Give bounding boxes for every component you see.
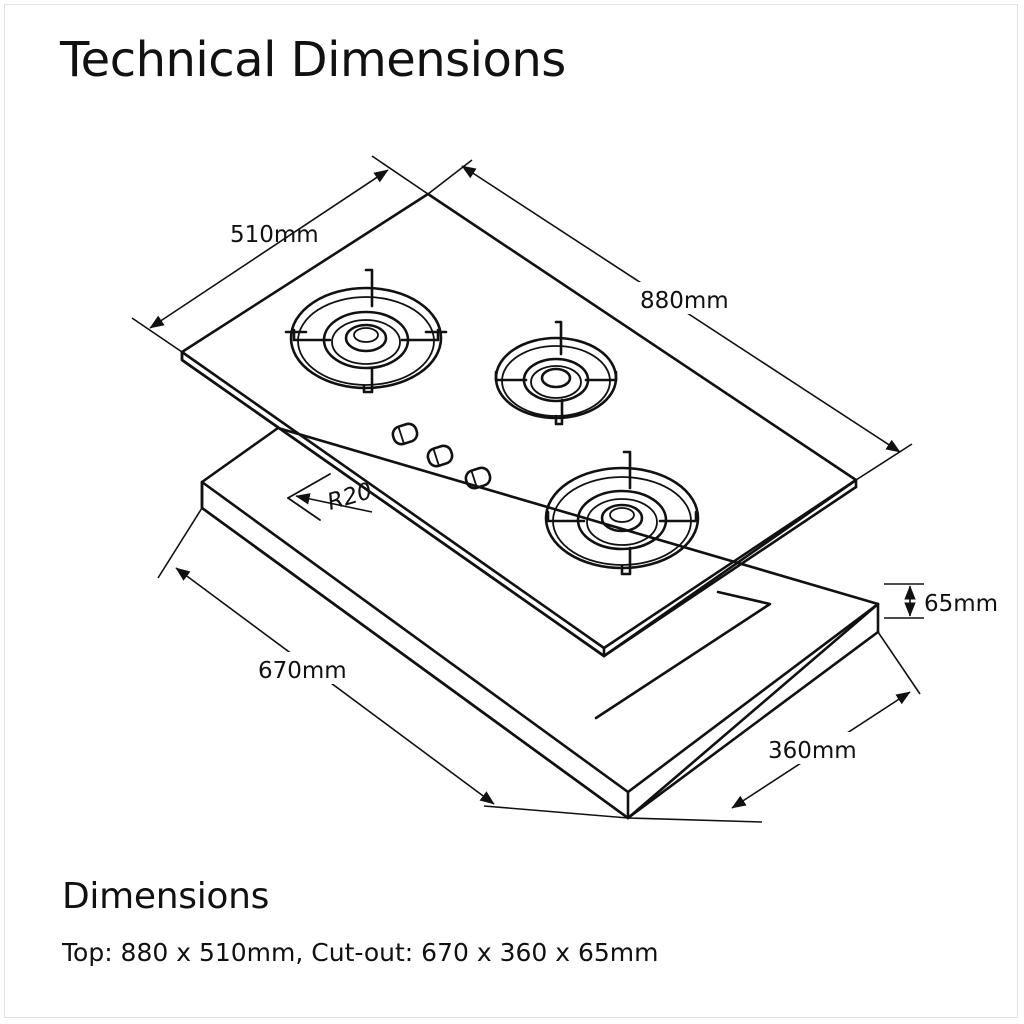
dim-line-360 <box>627 631 921 823</box>
dim-label-670: 670mm <box>258 658 347 684</box>
dim-line-670 <box>157 507 629 819</box>
dim-line-65 <box>884 583 924 619</box>
section-title: Dimensions <box>62 876 270 917</box>
burner-back-left <box>284 268 448 394</box>
hob-top-plate <box>180 192 858 658</box>
page-title: Technical Dimensions <box>60 32 566 88</box>
knob-1 <box>391 422 419 446</box>
dim-label-360: 360mm <box>768 738 857 764</box>
dim-line-880 <box>427 159 913 481</box>
dim-label-65: 65mm <box>924 591 998 617</box>
corner-radius-label: R20 <box>324 478 375 515</box>
burner-middle <box>494 320 618 426</box>
dim-label-880: 880mm <box>640 288 729 314</box>
dim-line-510 <box>131 155 429 353</box>
dim-label-510: 510mm <box>230 222 319 248</box>
control-knobs <box>391 422 492 490</box>
knob-2 <box>426 444 454 468</box>
dim-label-670-bg <box>252 652 364 684</box>
dim-label-360-bg <box>762 732 874 764</box>
knob-3 <box>464 466 492 490</box>
corner-radius-callout <box>295 493 373 513</box>
dimensions-summary: Top: 880 x 510mm, Cut-out: 670 x 360 x 6… <box>62 938 659 967</box>
dim-label-880-bg <box>632 282 744 314</box>
